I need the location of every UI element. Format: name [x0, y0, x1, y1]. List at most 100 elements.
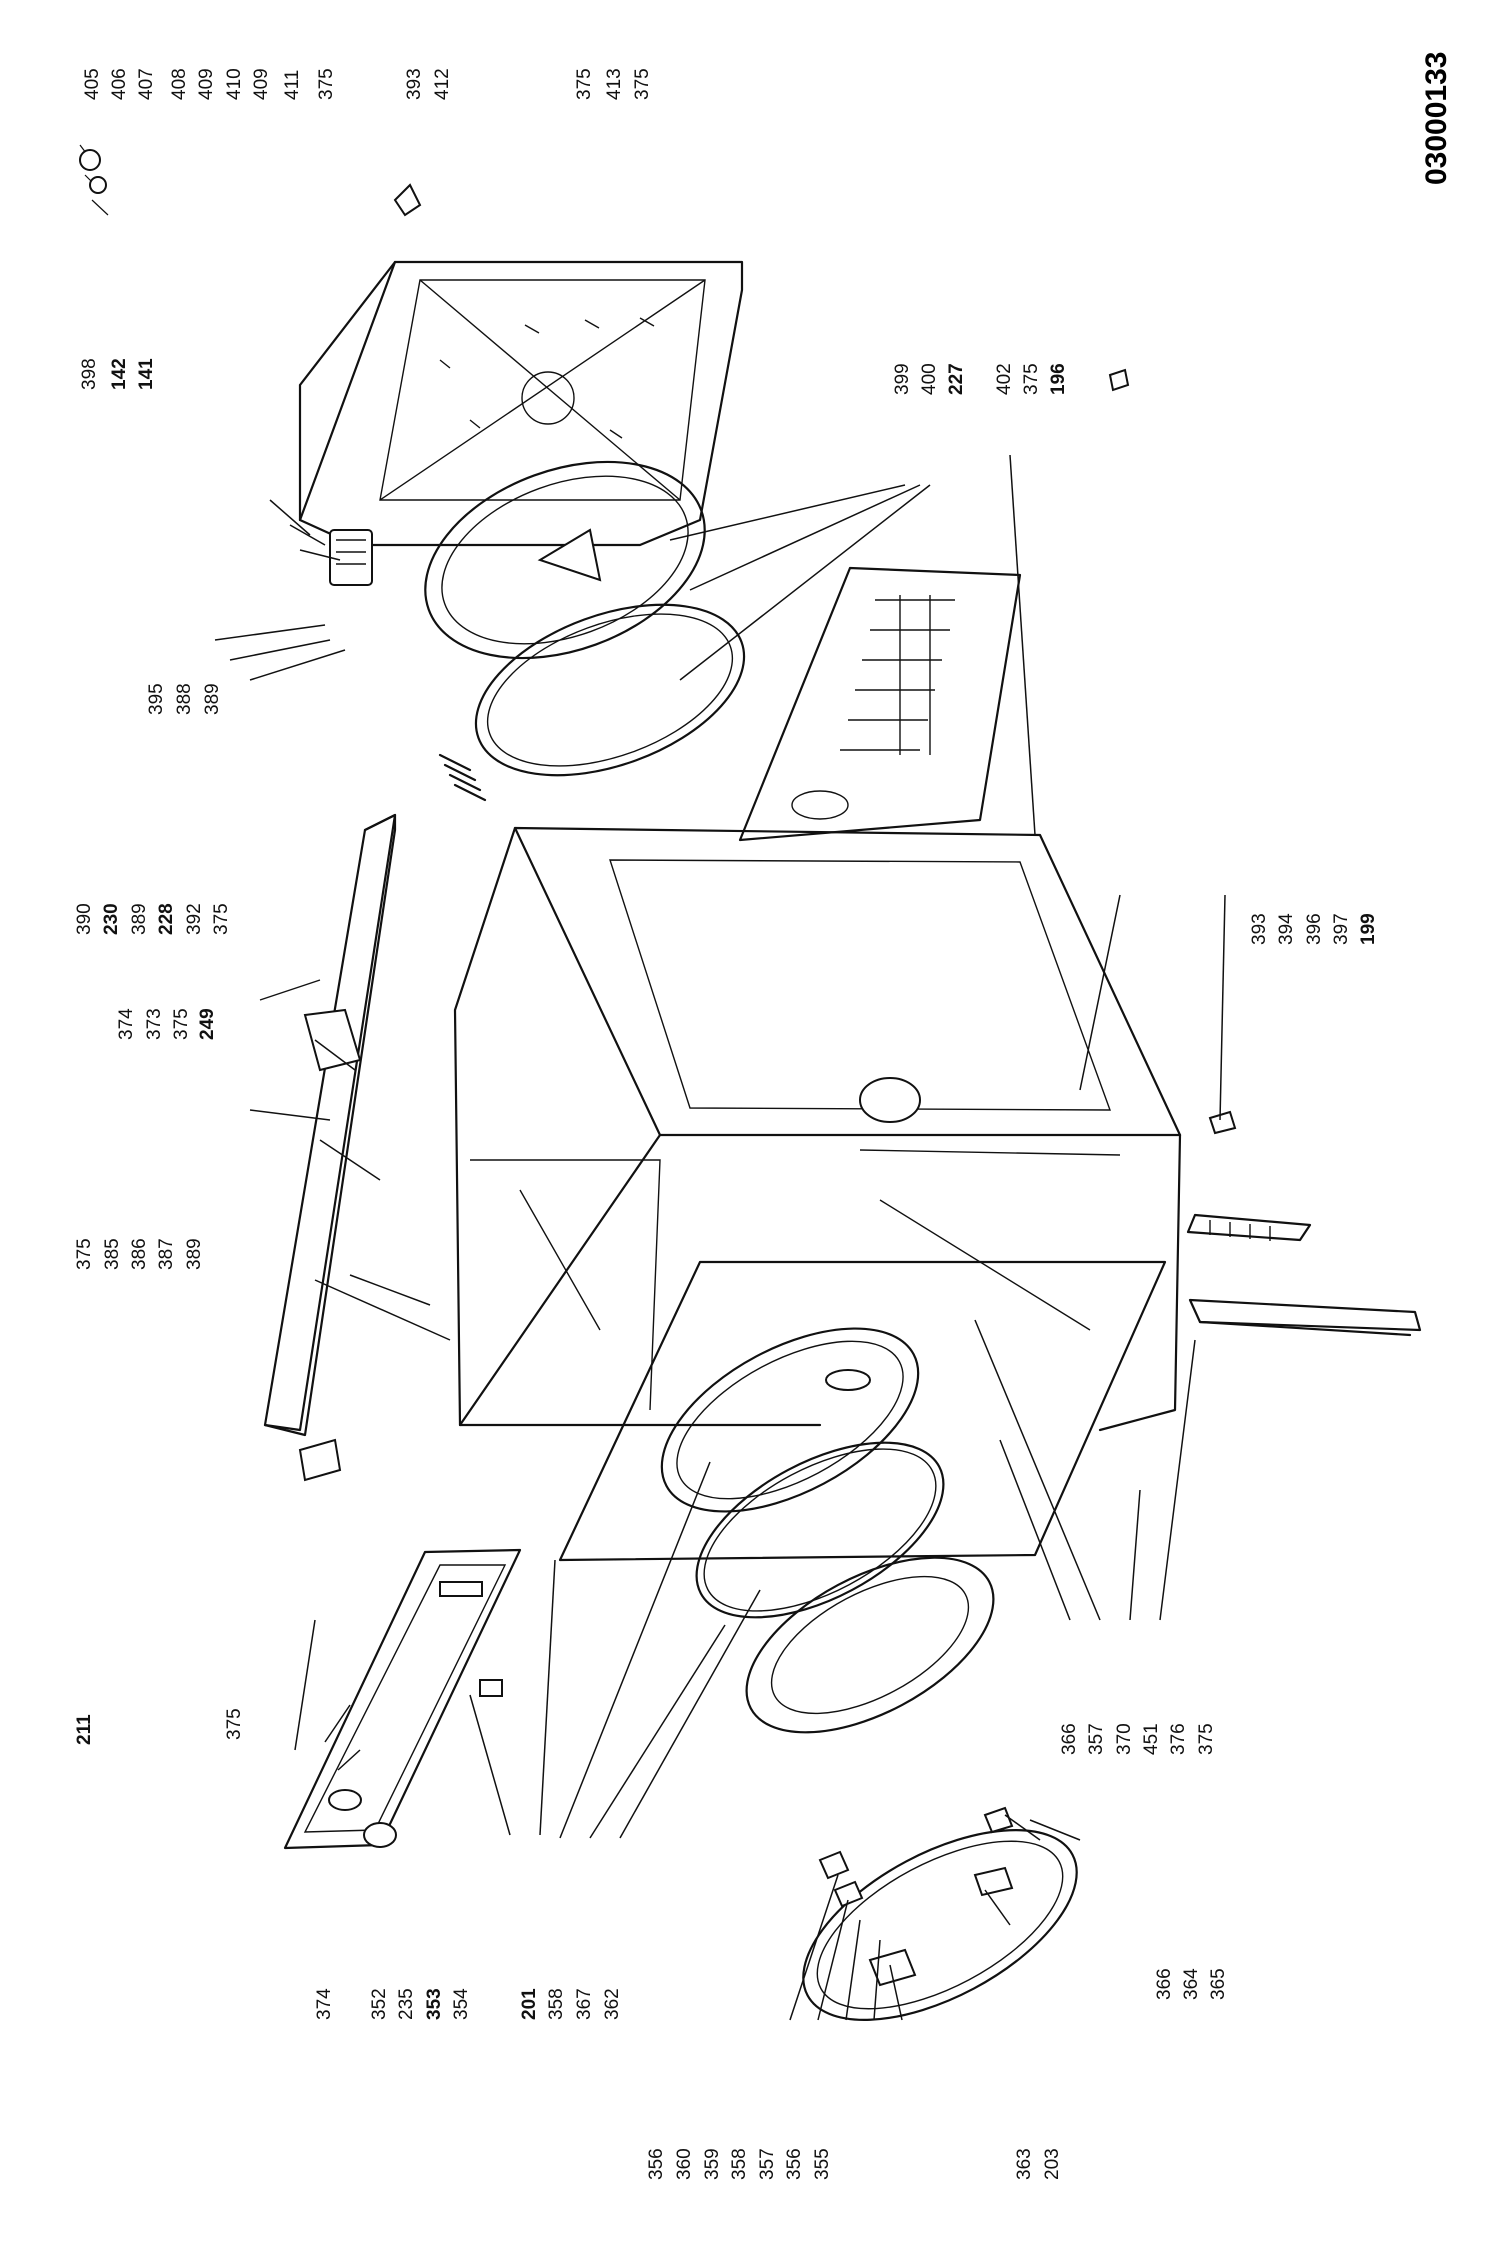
part-label: 375	[632, 68, 653, 100]
part-label: 375	[224, 1708, 245, 1740]
part-label: 358	[729, 2148, 750, 2180]
part-label: 356	[646, 2148, 667, 2180]
part-label: 227	[946, 363, 967, 395]
part-label-group-left-b: 395 388 389	[146, 683, 223, 715]
part-label: 409	[196, 68, 217, 100]
part-label: 364	[1181, 1968, 1202, 2000]
part-label: 399	[892, 363, 913, 395]
door-seal	[695, 1441, 945, 1619]
leader-lines	[214, 454, 1226, 2021]
part-label: 203	[1042, 2148, 1063, 2180]
door-assembly	[802, 1829, 1078, 2021]
part-label: 375	[74, 1238, 95, 1270]
part-label: 375	[171, 1008, 192, 1040]
part-label: 366	[1154, 1968, 1175, 2000]
part-label: 365	[1208, 1968, 1229, 2000]
part-label-group-control-panel: 211 375	[74, 1708, 245, 1745]
part-label: 374	[116, 1008, 137, 1040]
heater-ring	[438, 603, 746, 802]
part-label: 451	[1141, 1723, 1162, 1755]
front-panel	[558, 1260, 1167, 1562]
part-label: 141	[136, 358, 157, 390]
part-label: 375	[211, 903, 232, 935]
rear-panel-assembly	[298, 260, 744, 586]
part-label: 249	[197, 1008, 218, 1040]
part-label: 353	[424, 1988, 445, 2020]
part-label: 393	[404, 68, 425, 100]
cabinet-body	[453, 826, 1182, 1432]
part-label: 354	[451, 1988, 472, 2020]
part-label: 367	[574, 1988, 595, 2020]
part-label: 388	[174, 683, 195, 715]
part-label: 389	[129, 903, 150, 935]
drum-back-plate	[424, 460, 706, 660]
part-label: 358	[546, 1988, 567, 2020]
part-label-group-left-a: 398 142 141	[79, 358, 157, 390]
part-label: 386	[129, 1238, 150, 1270]
part-label: 375	[316, 68, 337, 100]
part-label: 201	[519, 1988, 540, 2020]
part-label: 375	[1021, 363, 1042, 395]
document-id: 03000133	[1420, 52, 1453, 185]
part-label: 397	[1331, 913, 1352, 945]
terminal-block	[329, 529, 373, 586]
top-cover	[249, 813, 397, 1437]
part-label: 363	[1014, 2148, 1035, 2180]
part-label: 402	[994, 363, 1015, 395]
part-label: 409	[251, 68, 272, 100]
part-label: 395	[146, 683, 167, 715]
part-label-group-door: 356 360 359 358 357 356 355	[646, 2148, 833, 2180]
part-label: 408	[169, 68, 190, 100]
part-label: 410	[224, 68, 245, 100]
part-label-group-front-right: 366 357 370 451 376 375	[1059, 1723, 1217, 1755]
part-label: 389	[184, 1238, 205, 1270]
part-label: 357	[757, 2148, 778, 2180]
part-label-group-right-panel: 402 375 196	[994, 363, 1069, 395]
control-panel	[283, 1548, 522, 1850]
part-label: 228	[156, 903, 177, 935]
drum-front-ring	[745, 1556, 995, 1734]
part-label-group-top-row: 405 406 407 408 409 410 409 411 375 393 …	[82, 68, 653, 100]
part-label: 352	[369, 1988, 390, 2020]
part-label: 400	[919, 363, 940, 395]
part-label: 199	[1358, 913, 1379, 945]
part-label: 411	[282, 70, 303, 100]
side-panel-right	[738, 566, 1022, 842]
part-label: 376	[1168, 1723, 1189, 1755]
part-label: 375	[1196, 1723, 1217, 1755]
part-label: 405	[82, 68, 103, 100]
part-label: 385	[102, 1238, 123, 1270]
part-label: 370	[1114, 1723, 1135, 1755]
small-fittings	[79, 144, 1237, 1908]
part-label: 230	[101, 903, 122, 935]
part-label: 196	[1048, 363, 1069, 395]
part-label: 355	[812, 2148, 833, 2180]
part-label: 406	[109, 68, 130, 100]
part-label: 392	[184, 903, 205, 935]
part-label: 235	[396, 1988, 417, 2020]
part-label: 362	[602, 1988, 623, 2020]
part-label: 398	[79, 358, 100, 390]
part-label: 373	[144, 1008, 165, 1040]
part-label: 375	[574, 68, 595, 100]
part-label: 390	[74, 903, 95, 935]
part-label: 393	[1249, 913, 1270, 945]
part-label: 356	[784, 2148, 805, 2180]
part-label: 357	[1086, 1723, 1107, 1755]
part-label-group-right-mid: 393 394 396 397 199	[1249, 913, 1379, 945]
part-label-group-heater: 390 230 389 228 392 375	[74, 903, 232, 935]
part-label: 142	[109, 358, 130, 390]
part-label: 413	[604, 68, 625, 100]
part-label: 360	[674, 2148, 695, 2180]
part-label: 412	[432, 68, 453, 100]
kickstrip	[1188, 1298, 1422, 1337]
part-label-group-bottom-left: 374 352 235 353 354 201 358 367 362	[314, 1988, 623, 2020]
part-label: 407	[136, 68, 157, 100]
part-label: 359	[702, 2148, 723, 2180]
part-label: 394	[1276, 913, 1297, 945]
part-label-group-right-top: 399 400 227	[892, 363, 967, 395]
filter-grille	[1186, 1213, 1312, 1242]
part-label: 366	[1059, 1723, 1080, 1755]
part-label: 374	[314, 1988, 335, 2020]
